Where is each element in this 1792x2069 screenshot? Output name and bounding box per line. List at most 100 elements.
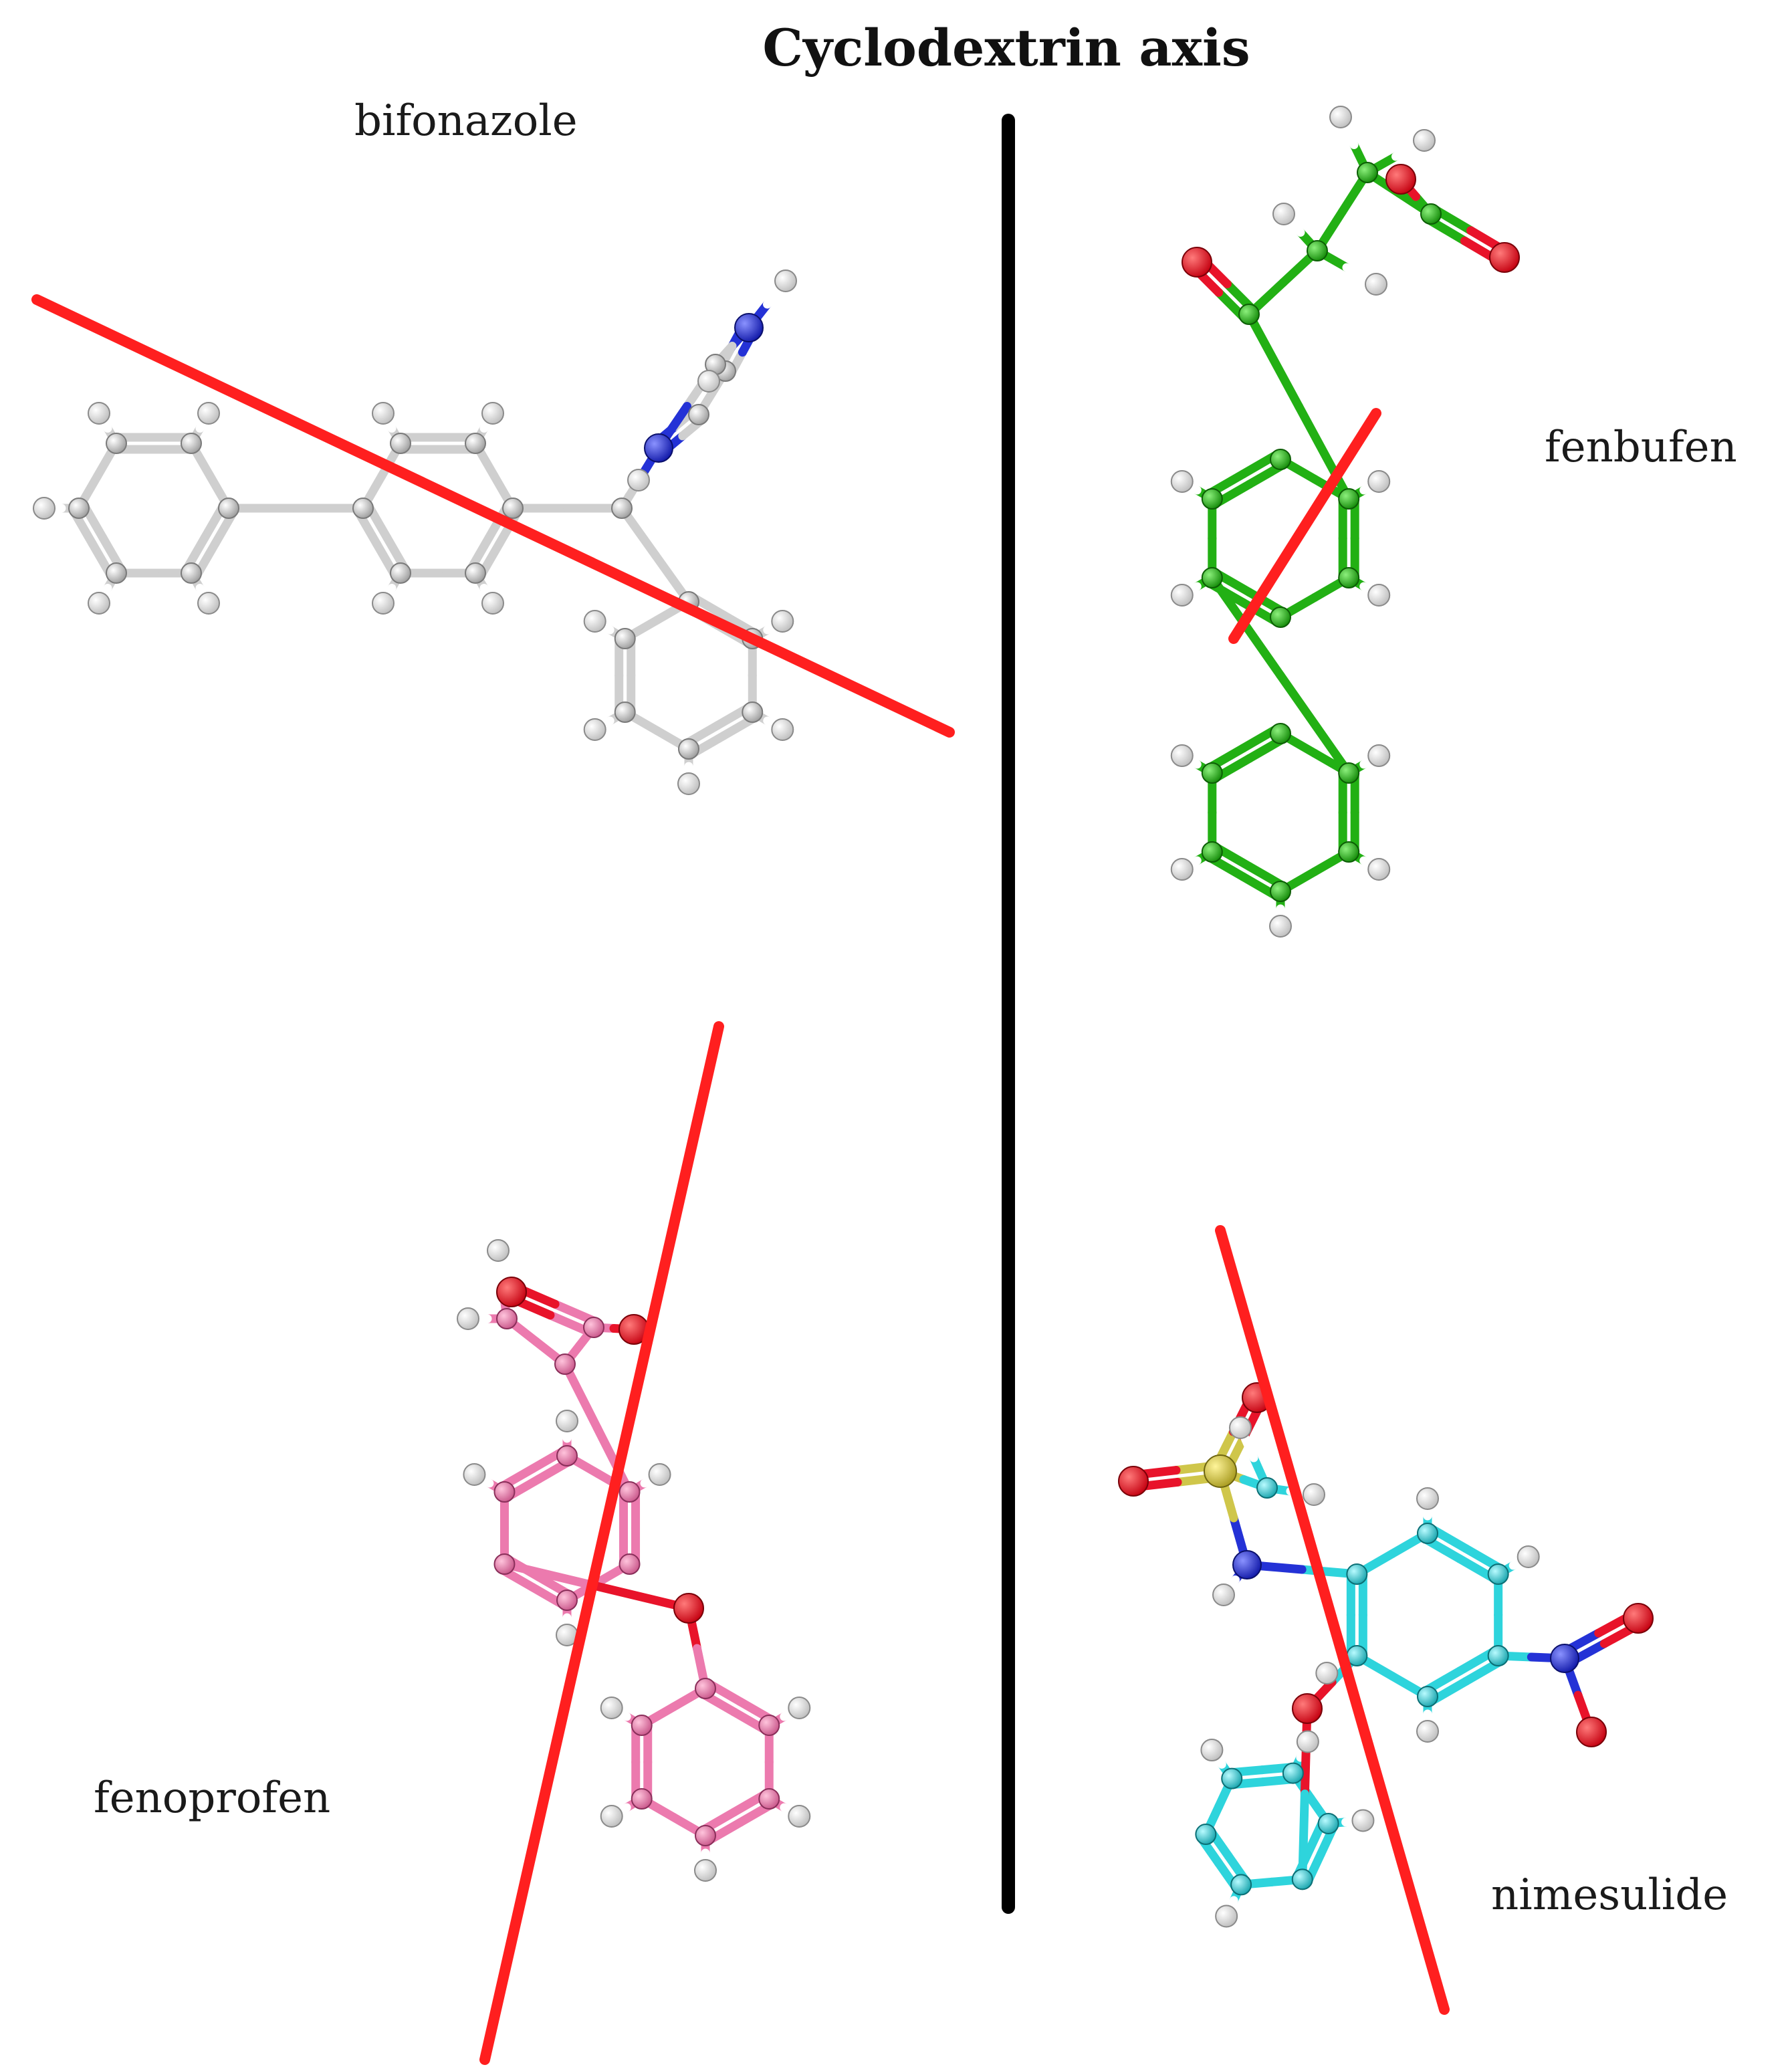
fenbufen-hydrogen-atom xyxy=(1367,470,1391,493)
fenoprofen-hydrogen-atom xyxy=(600,1805,623,1828)
bifonazole-carbon-atom xyxy=(68,498,90,519)
nimesulide-carbon-atom xyxy=(1417,1686,1438,1707)
fenoprofen-hydrogen-atom xyxy=(487,1239,510,1262)
fenbufen-axis-line xyxy=(1228,408,1381,644)
fenoprofen-carbon-atom xyxy=(631,1715,653,1736)
fenbufen-carbon-atom xyxy=(1238,304,1260,325)
bifonazole-hydrogen-atom xyxy=(372,401,395,425)
nimesulide-axis-line xyxy=(1215,1225,1450,2015)
fenoprofen-carbon-atom xyxy=(583,1317,604,1338)
bifonazole-carbon-atom xyxy=(742,701,764,723)
fenbufen-carbon-atom xyxy=(1201,762,1223,784)
bifonazole-hydrogen-atom xyxy=(677,772,700,795)
bifonazole-hydrogen-atom xyxy=(197,401,220,425)
fenbufen-carbon-atom xyxy=(1338,841,1360,863)
fenbufen-carbon-atom xyxy=(1270,723,1291,744)
nimesulide-hydrogen-atom xyxy=(1229,1416,1252,1439)
fenbufen-atoms xyxy=(1170,106,1520,938)
bond xyxy=(560,1359,602,1432)
bifonazole-nitrogen-atom xyxy=(644,433,673,463)
nimesulide-oxygen-atom xyxy=(1576,1717,1607,1747)
bond xyxy=(592,1582,693,1613)
nimesulide-hydrogen-atom xyxy=(1351,1809,1375,1832)
nimesulide-carbon-atom xyxy=(1282,1762,1304,1784)
fenoprofen-oxygen-atom xyxy=(673,1593,704,1624)
bifonazole-carbon-atom xyxy=(390,433,411,455)
fenbufen-hydrogen-atom xyxy=(1269,915,1292,938)
fenbufen-carbon-atom xyxy=(1357,162,1378,183)
fenoprofen-hydrogen-atom xyxy=(788,1697,811,1719)
fenoprofen-hydrogen-atom xyxy=(648,1463,671,1486)
bifonazole-hydrogen-atom xyxy=(583,610,606,633)
nimesulide-carbon-atom xyxy=(1230,1874,1252,1896)
bifonazole-hydrogen-atom xyxy=(372,592,395,615)
bond xyxy=(1298,1789,1309,1884)
fenbufen-carbon-atom xyxy=(1338,488,1360,510)
nimesulide-hydrogen-atom xyxy=(1416,1487,1439,1510)
fenoprofen-hydrogen-atom xyxy=(463,1463,486,1486)
fenbufen-hydrogen-atom xyxy=(1272,203,1295,225)
fenbufen-hydrogen-atom xyxy=(1170,470,1194,493)
fenbufen-carbon-atom xyxy=(1201,567,1223,588)
fenbufen-hydrogen-atom xyxy=(1367,744,1391,767)
nimesulide-atoms xyxy=(1118,1382,1654,1928)
bifonazole-hydrogen-atom xyxy=(88,401,110,425)
fenbufen-carbon-atom xyxy=(1307,240,1328,261)
bifonazole-carbon-atom xyxy=(614,701,636,723)
nimesulide-carbon-atom xyxy=(1291,1868,1313,1890)
nimesulide-hydrogen-atom xyxy=(1416,1720,1439,1743)
fenoprofen-oxygen-atom xyxy=(496,1277,527,1307)
fenbufen-carbon-atom xyxy=(1270,881,1291,902)
nimesulide-hydrogen-atom xyxy=(1296,1730,1319,1753)
nimesulide-hydrogen-atom xyxy=(1215,1904,1238,1928)
bifonazole-nitrogen-atom xyxy=(734,313,764,342)
fenoprofen-carbon-atom xyxy=(695,1825,716,1846)
fenoprofen-hydrogen-atom xyxy=(556,1410,578,1432)
nimesulide-carbon-atom xyxy=(1195,1824,1217,1846)
label-nimesulide: nimesulide xyxy=(1491,1870,1728,1920)
bifonazole-carbon-atom xyxy=(181,562,202,584)
fenbufen-hydrogen-atom xyxy=(1170,584,1194,607)
nimesulide-carbon-atom xyxy=(1487,1645,1509,1666)
bifonazole-hydrogen-atom xyxy=(774,269,797,292)
nimesulide-carbon-atom xyxy=(1487,1563,1509,1585)
fenbufen-hydrogen-atom xyxy=(1170,744,1194,767)
fenbufen-hydrogen-atom xyxy=(1413,129,1436,152)
fenbufen-oxygen-atom xyxy=(1489,242,1520,273)
bifonazole-carbon-atom xyxy=(688,404,709,425)
bifonazole-carbon-atom xyxy=(106,562,127,584)
bifonazole-carbon-atom xyxy=(678,738,699,760)
fenoprofen-carbon-atom xyxy=(496,1308,518,1329)
fenoprofen-carbon-atom xyxy=(758,1715,780,1736)
fenoprofen-hydrogen-atom xyxy=(457,1307,479,1330)
bifonazole-hydrogen-atom xyxy=(481,592,504,615)
fenbufen-hydrogen-atom xyxy=(1170,858,1194,881)
fenbufen-hydrogen-atom xyxy=(1367,584,1391,607)
nimesulide-sulfur-atom xyxy=(1204,1454,1237,1488)
figure-title: Cyclodextrin axis xyxy=(762,18,1250,78)
bifonazole-carbon-atom xyxy=(352,498,374,519)
bifonazole-carbon-atom xyxy=(614,628,636,649)
nimesulide-hydrogen-atom xyxy=(1200,1739,1224,1762)
bifonazole-carbon-atom xyxy=(502,498,524,519)
nimesulide-oxygen-atom xyxy=(1118,1466,1149,1497)
fenoprofen-axis-line xyxy=(479,1021,724,2065)
nimesulide-nitrogen-atom xyxy=(1232,1550,1262,1580)
bifonazole-hydrogen-atom xyxy=(481,401,504,425)
bond xyxy=(1276,671,1353,778)
fenbufen-carbon-atom xyxy=(1338,567,1360,588)
fenoprofen-carbon-atom xyxy=(758,1788,780,1810)
bifonazole-hydrogen-atom xyxy=(771,718,794,741)
nimesulide-carbon-atom xyxy=(1221,1767,1243,1789)
nimesulide-hydrogen-atom xyxy=(1517,1545,1540,1568)
fenbufen-oxygen-atom xyxy=(1385,164,1416,195)
fenoprofen-hydrogen-atom xyxy=(600,1697,623,1719)
fenoprofen-atoms xyxy=(457,1239,811,1882)
fenoprofen-carbon-atom xyxy=(493,1553,516,1575)
bond xyxy=(499,1559,601,1591)
bifonazole-carbon-atom xyxy=(465,433,486,455)
nimesulide-nitrogen-atom xyxy=(1550,1644,1579,1673)
label-bifonazole: bifonazole xyxy=(354,96,578,146)
bifonazole-hydrogen-atom xyxy=(583,718,606,741)
